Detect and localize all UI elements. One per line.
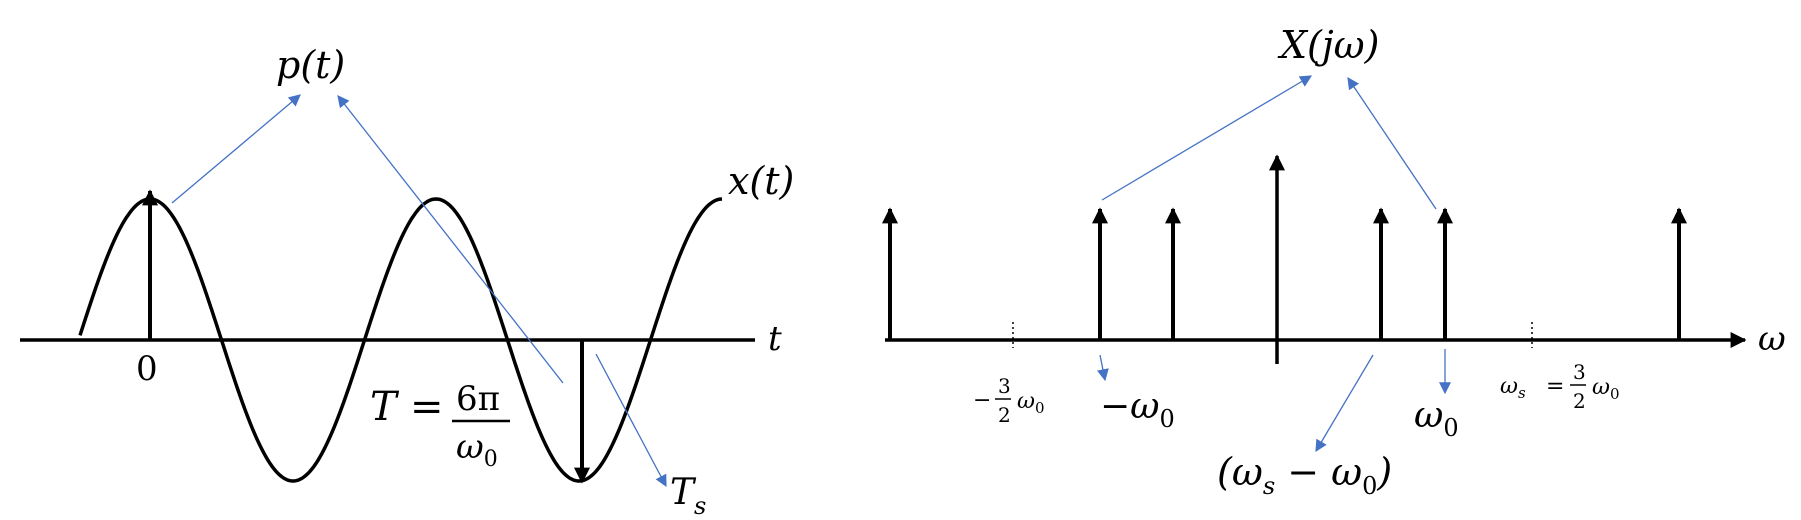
svg-text:ωs: ωs — [1500, 374, 1526, 402]
svg-text:2: 2 — [998, 403, 1011, 427]
spectrum-label: X(jω) — [1277, 23, 1379, 67]
svg-text:=: = — [410, 384, 444, 430]
pointer-difference — [1315, 354, 1374, 453]
svg-text:x(t): x(t) — [728, 159, 794, 203]
frequency-axis-label: ω — [1758, 319, 1786, 359]
svg-text:ω0: ω0 — [456, 427, 498, 472]
omega-s-formula-label: ωs = 3 2 ω0 — [1500, 360, 1620, 413]
pointer-spectrum-1 — [1101, 75, 1313, 201]
pointer-sampling-period — [595, 353, 667, 488]
pointer-spectrum-2 — [1347, 77, 1437, 210]
svg-text:=: = — [1546, 374, 1564, 399]
time-axis-label: t — [768, 319, 782, 359]
svg-text:T: T — [370, 384, 400, 430]
svg-text:−: − — [973, 388, 991, 413]
svg-text:3: 3 — [998, 374, 1011, 398]
svg-text:6π: 6π — [456, 379, 500, 419]
pointer-impulse-to-label-2 — [337, 95, 564, 384]
difference-label: (ωs − ω0) — [1217, 450, 1392, 500]
signal-label: x(t) — [728, 159, 794, 203]
time-domain-panel: t x(t) 0 p(t) Ts T = 6π ω0 — [20, 43, 794, 520]
svg-text:3: 3 — [1573, 360, 1586, 384]
neg-three-halves-omega0-label: − 3 2 ω0 — [973, 374, 1045, 427]
omega0-label: ω0 — [1414, 395, 1459, 442]
signal-curve — [78, 197, 723, 483]
neg-omega0-label: −ω0 — [1100, 386, 1175, 433]
sampling-period-label: Ts — [670, 472, 706, 520]
pointer-neg-omega0 — [1096, 354, 1109, 382]
svg-text:2: 2 — [1573, 389, 1586, 413]
pointer-impulse-to-label-1 — [171, 94, 301, 204]
origin-label: 0 — [136, 349, 158, 389]
frequency-domain-panel: ω X(jω) −ω0 ω0 (ωs − ω0) — [882, 23, 1786, 500]
svg-text:ω0: ω0 — [1017, 389, 1045, 417]
period-formula: T = 6π ω0 — [370, 379, 510, 472]
svg-text:ω0: ω0 — [1592, 375, 1620, 403]
impulse-train-label: p(t) — [276, 43, 345, 87]
